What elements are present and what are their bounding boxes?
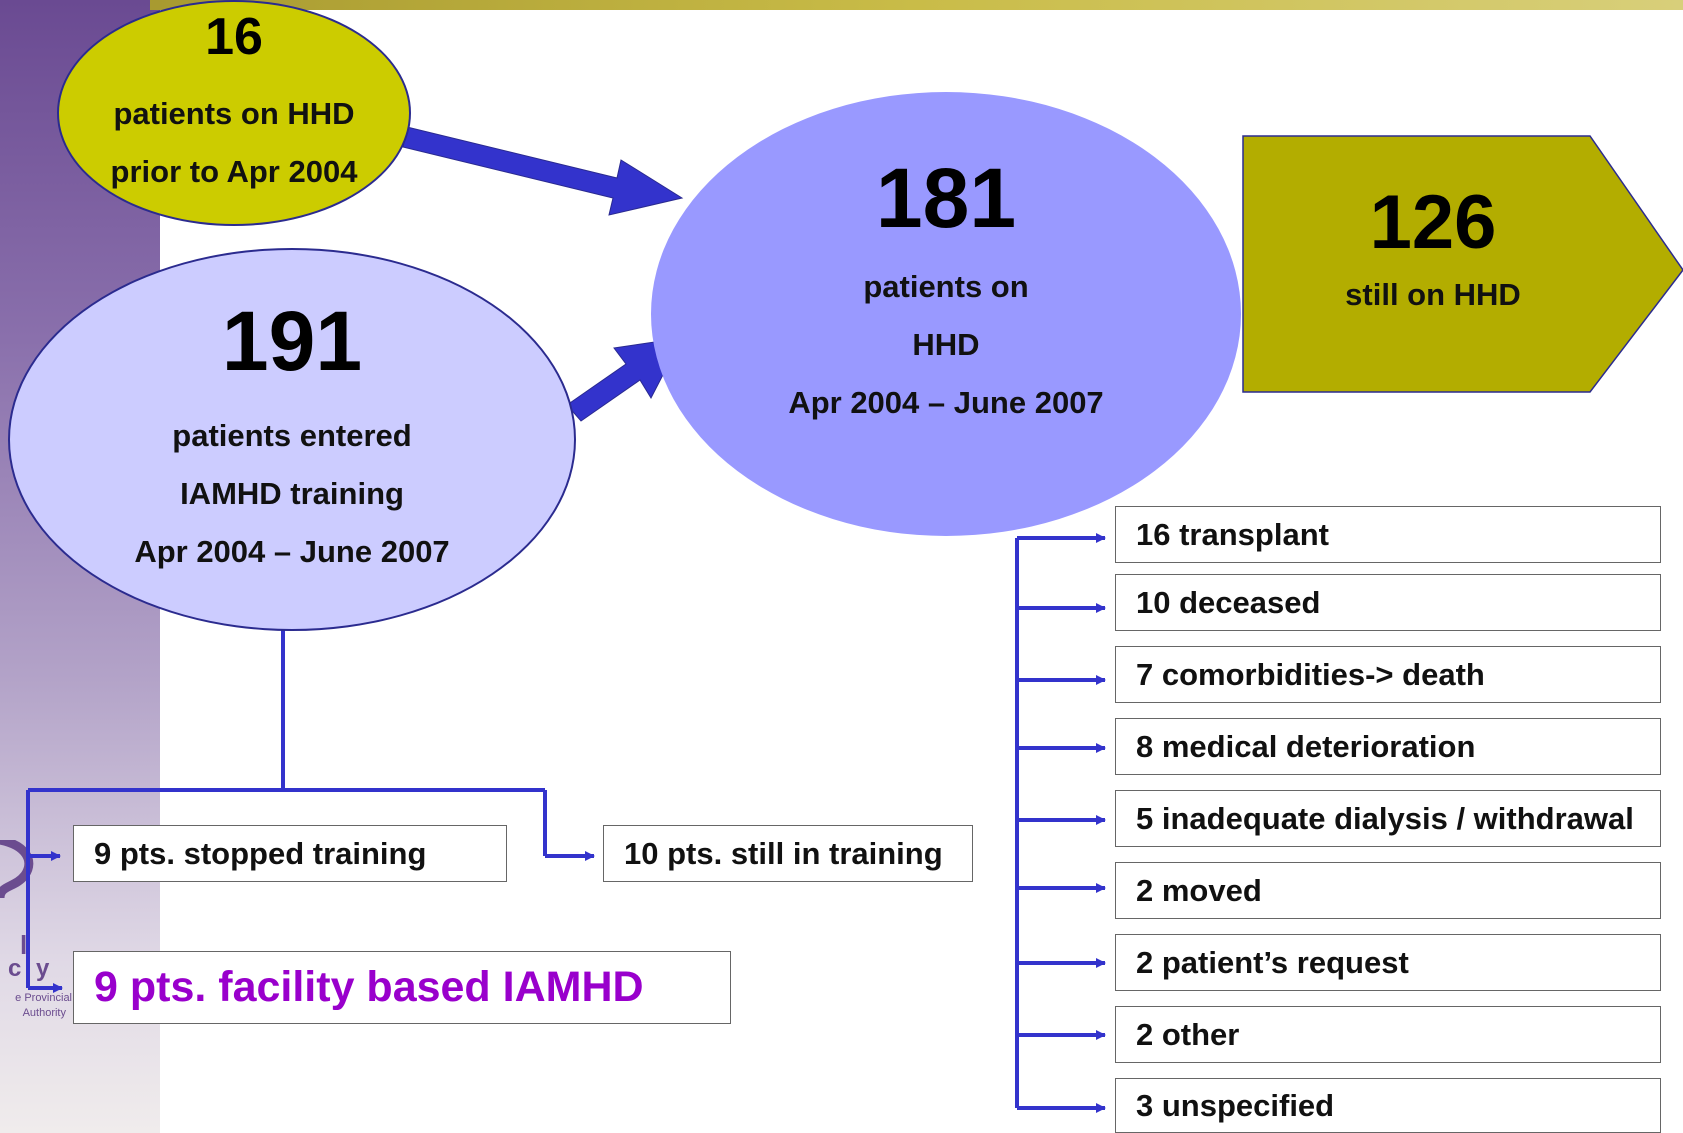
exit-reason-item: 3 unspecified <box>1115 1078 1661 1133</box>
on-hhd-label-3: Apr 2004 – June 2007 <box>788 385 1104 420</box>
entered-label-3: Apr 2004 – June 2007 <box>134 533 450 569</box>
on-hhd-label-1: patients on <box>863 269 1029 304</box>
on-hhd-count: 181 <box>875 151 1017 245</box>
entered-training-node: 191 patients entered IAMHD training Apr … <box>8 248 576 631</box>
exit-reason-item: 2 moved <box>1115 862 1661 919</box>
on-hhd-node: 181 patients on HHD Apr 2004 – June 2007 <box>651 92 1241 536</box>
stopped-training-box: 9 pts. stopped training <box>73 825 507 882</box>
exit-reason-item: 10 deceased <box>1115 574 1661 631</box>
logo-caption-2: Authority <box>22 1007 66 1019</box>
prior-label-2: prior to Apr 2004 <box>110 154 358 189</box>
still-count: 126 <box>1369 180 1497 265</box>
top-accent-bar <box>150 0 1683 10</box>
exit-reason-item: 2 patient’s request <box>1115 934 1661 991</box>
entered-count: 191 <box>221 293 363 388</box>
still-on-hhd-shape <box>1242 135 1683 393</box>
prior-patients-node: 16 patients on HHD prior to Apr 2004 <box>57 0 411 226</box>
facility-based-box: 9 pts. facility based IAMHD <box>73 951 731 1024</box>
on-hhd-label-2: HHD <box>912 327 980 362</box>
still-in-training-box: 10 pts. still in training <box>603 825 973 882</box>
entered-label-2: IAMHD training <box>180 475 404 511</box>
still-on-hhd-node: 126 still on HHD <box>1243 136 1623 392</box>
exit-reason-item: 5 inadequate dialysis / withdrawal <box>1115 790 1661 847</box>
prior-count: 16 <box>205 8 263 66</box>
exit-reason-tree <box>1015 533 1106 1113</box>
entered-label-1: patients entered <box>172 417 412 453</box>
logo-mark-icon <box>0 840 34 899</box>
still-label: still on HHD <box>1345 277 1521 312</box>
logo-caption-1: e Provincial <box>15 992 72 1004</box>
exit-reason-item: 16 transplant <box>1115 506 1661 563</box>
training-outcome-tree <box>26 630 595 993</box>
arrow-prior-to-hhd <box>402 126 684 216</box>
exit-reason-item: 7 comorbidities-> death <box>1115 646 1661 703</box>
prior-label-1: patients on HHD <box>113 96 355 131</box>
logo-letter-1: l <box>20 930 28 960</box>
exit-reason-item: 8 medical deterioration <box>1115 718 1661 775</box>
exit-reason-item: 2 other <box>1115 1006 1661 1063</box>
